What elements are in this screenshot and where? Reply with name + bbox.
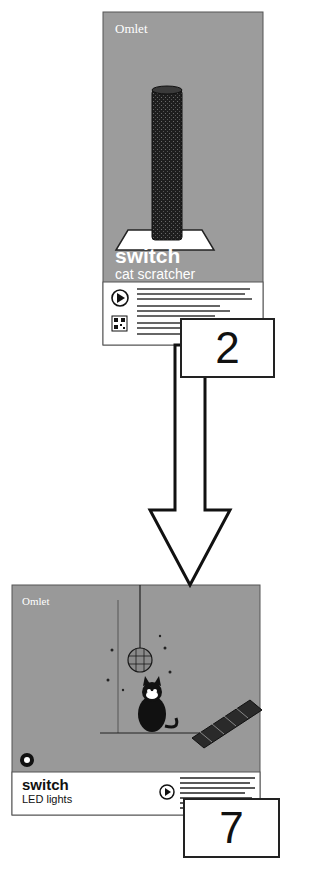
package-box [12, 585, 260, 815]
floor-line [100, 733, 205, 734]
flow-arrow [150, 345, 230, 585]
hanging-wire [139, 585, 140, 648]
play-icon [160, 785, 174, 799]
product-name: switch [115, 244, 180, 267]
brand-logo: Omlet [22, 595, 50, 607]
play-icon [112, 290, 128, 306]
disco-ball [128, 648, 152, 672]
product-type: LED lights [22, 793, 72, 805]
callout-number: 2 [215, 324, 239, 372]
pole [118, 600, 119, 733]
cat [138, 676, 177, 732]
product-package: Omlet switchLED lights [12, 585, 260, 815]
sparkles [107, 635, 172, 691]
scratcher-ramp [192, 700, 262, 748]
scratcher-post [152, 90, 182, 240]
callout-box: 7 [183, 798, 280, 858]
post-top [152, 86, 182, 94]
product-package: Omlet switchcat scratcher [103, 12, 263, 345]
package-box [103, 12, 263, 345]
brand-logo: Omlet [115, 22, 148, 36]
product-type: cat scratcher [115, 267, 195, 282]
callout-box: 2 [180, 318, 275, 378]
brand-icon [20, 753, 34, 767]
qr-code [112, 316, 127, 331]
product-name: switch [22, 777, 69, 794]
play-icon [165, 788, 171, 796]
play-icon [117, 293, 125, 303]
callout-number: 7 [219, 804, 243, 852]
